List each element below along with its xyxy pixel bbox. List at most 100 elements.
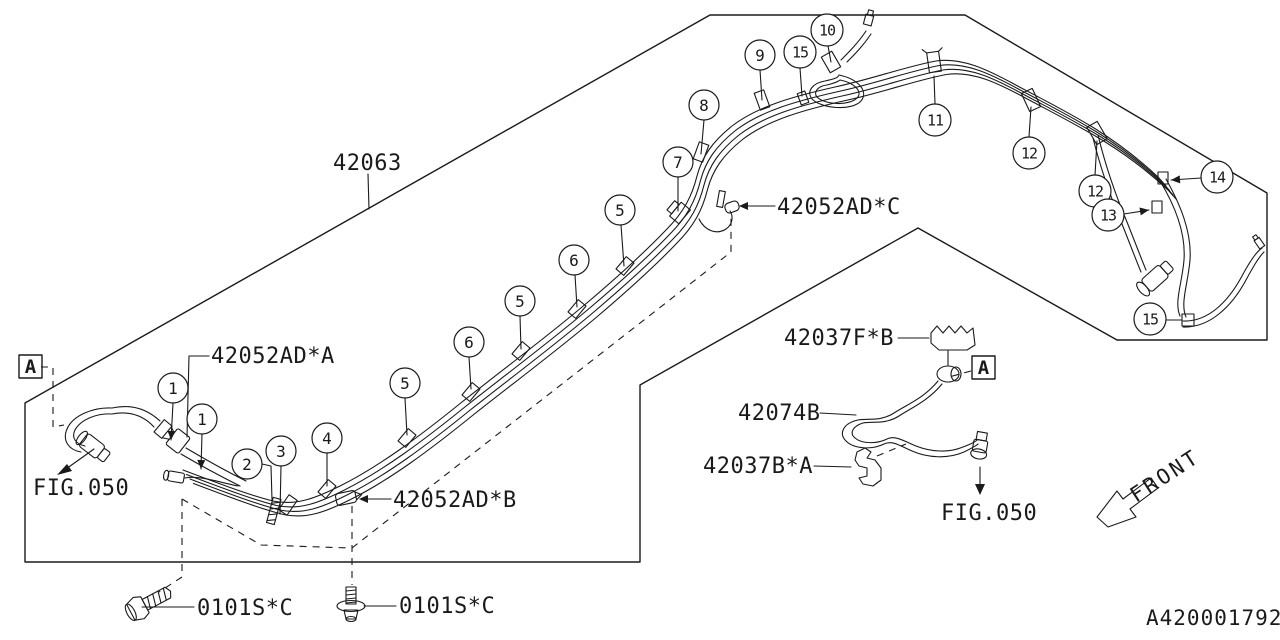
callout-leader [519,315,522,350]
section-marker-a-left: A [18,354,43,379]
label-42037b-a: 42037B*A [703,454,813,479]
label-bolt-1: 0101S*C [197,596,293,621]
clamp-bracket-7 [666,200,691,225]
clamp-42037f [930,325,976,351]
callout-circle [558,244,590,276]
clip-42037b [854,447,882,487]
callout-circle [311,422,343,454]
callout-15: 15 [1133,302,1183,336]
callout-number: 11 [927,111,944,129]
pipe-clamp [153,419,173,439]
callout-leader [468,356,472,390]
callout-circle [662,146,694,178]
callout-arrowhead [1171,175,1181,184]
section-letter: A [25,356,37,378]
callout-11: 11 [918,75,952,137]
section-letter: A [978,357,990,379]
label-42037f-b: 42037F*B [784,326,894,351]
callout-leader [1094,140,1098,176]
hose-42074b [851,383,978,452]
diagram-code: A420001792 [1146,606,1280,630]
callout-1: 1 [186,403,218,470]
mount-pin [265,496,282,526]
callout-number: 9 [755,46,765,65]
callout-6: 6 [558,244,590,308]
callout-4: 4 [311,422,343,487]
pipe-hook [698,210,733,233]
callout-leader [827,45,832,63]
callout-circle [1200,160,1234,194]
callout-9: 9 [744,39,776,101]
callout-circle [810,13,844,47]
callout-12: 12 [1078,140,1112,208]
callout-number: 1 [197,410,207,429]
callout-6: 6 [453,326,485,390]
callout-number: 8 [699,96,709,115]
callout-number: 10 [819,21,836,39]
hose-end-connector [1136,260,1174,297]
callout-10: 10 [810,13,844,63]
callout-1: 1 [157,372,189,441]
label-42052ad-b: 42052AD*B [393,488,517,513]
callout-number: 12 [1087,182,1103,200]
callout-leader [404,397,408,436]
callout-circle [1133,302,1167,336]
clamp-bracket-42052ad-a [162,426,191,454]
callout-number: 15 [792,43,808,61]
callout-circle [688,89,720,121]
small-connector [162,469,185,484]
fig-reference-right: FIG.050 [941,501,1037,526]
bracket-region-dash-left [181,498,351,549]
jet-pump-hose-group [841,325,989,487]
callout-leader [574,274,578,308]
callout-number: 3 [276,442,286,461]
section-a-left-dash [41,366,65,428]
callout-circle [604,194,636,226]
callout-leader [933,75,936,105]
callout-arrowhead [167,430,176,440]
callout-7: 7 [662,146,694,212]
callout-circle [157,372,189,404]
pipe-clamp [278,494,298,516]
callout-8: 8 [688,89,720,155]
connector-pin [716,190,726,208]
label-bolt-2: 0101S*C [399,594,495,619]
bracket-region-dash-diagonal [351,218,732,549]
callout-circle [504,285,536,317]
rear-pipe-drops [1092,134,1266,328]
callout-circle [783,35,817,69]
top-breather-hose [809,9,875,109]
callout-number: 5 [615,201,625,220]
callout-5: 5 [604,194,636,267]
callout-circle [231,448,263,480]
callout-3: 3 [265,435,297,515]
callout-number: 5 [515,292,525,311]
callout-number: 4 [322,429,332,448]
section-a-right-dash [948,370,972,378]
callout-circle [1091,198,1125,232]
callout-number: 6 [569,251,579,270]
callout-number: 14 [1209,168,1226,186]
label-42063: 42063 [333,151,402,176]
callout-number: 5 [400,374,410,393]
callout-leader [700,119,705,155]
label-42052ad-c: 42052AD*C [777,195,901,220]
callout-number: 13 [1100,206,1116,224]
fuel-pipe-bundle-line [182,59,1167,504]
callout-number: 7 [673,153,683,172]
callout-14: 14 [1170,160,1234,194]
label-42074b: 42074B [738,401,820,426]
callout-12: 12 [1012,106,1046,170]
callout-number: 15 [1142,310,1158,328]
quick-connector [970,430,989,460]
callout-number: 12 [1021,144,1037,162]
clamp-bracket-42052ad-c [724,200,740,214]
callout-circle [265,435,297,467]
callout-arrowhead [1139,207,1149,216]
front-direction-marker: FRONT [1096,444,1204,528]
grommet [936,365,962,383]
small-fitting [1252,234,1266,250]
section-marker-a-right: A [971,355,996,380]
